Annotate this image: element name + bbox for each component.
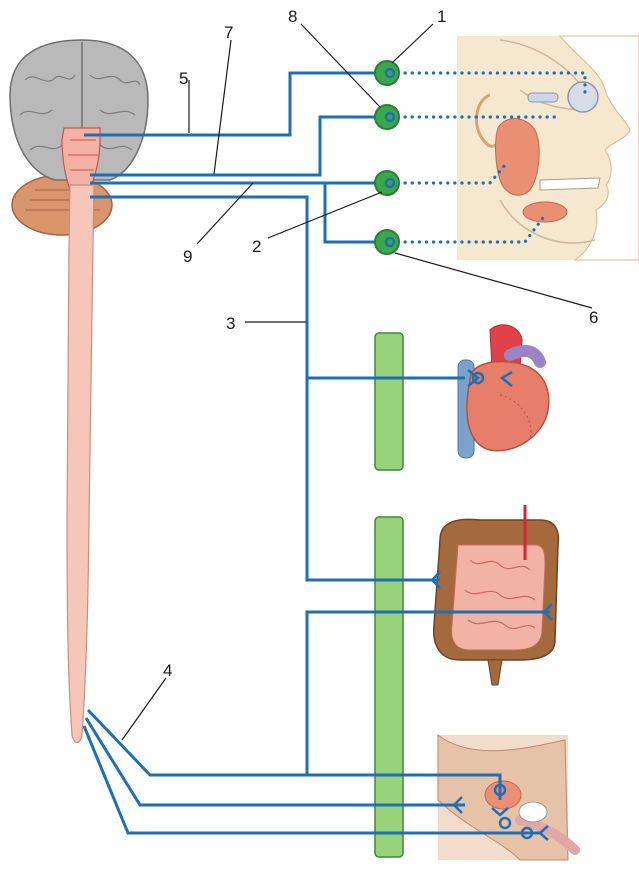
nerve-pelvic-2 — [86, 718, 465, 805]
heart-illustration — [458, 325, 549, 458]
ganglion-chain-upper — [375, 333, 403, 470]
spinal-cord — [67, 185, 94, 743]
label-5: 5 — [179, 69, 188, 88]
submandibular-ganglion — [375, 230, 399, 254]
ciliary-ganglion — [375, 61, 399, 85]
pterygopalatine-ganglion — [375, 105, 399, 129]
label-7: 7 — [224, 23, 233, 42]
label-2: 2 — [252, 237, 261, 256]
nerve-cn7-branch — [325, 183, 380, 242]
label-4: 4 — [163, 661, 172, 680]
label-3: 3 — [226, 314, 235, 333]
label-9: 9 — [183, 247, 192, 266]
label-8: 8 — [288, 7, 297, 26]
otic-ganglion — [375, 171, 399, 195]
cranial-ganglia — [375, 61, 399, 254]
pelvic-illustration — [438, 735, 575, 860]
intestine-illustration — [434, 505, 559, 685]
head-illustration — [457, 36, 639, 260]
label-6: 6 — [589, 308, 598, 327]
label-1: 1 — [437, 7, 446, 26]
